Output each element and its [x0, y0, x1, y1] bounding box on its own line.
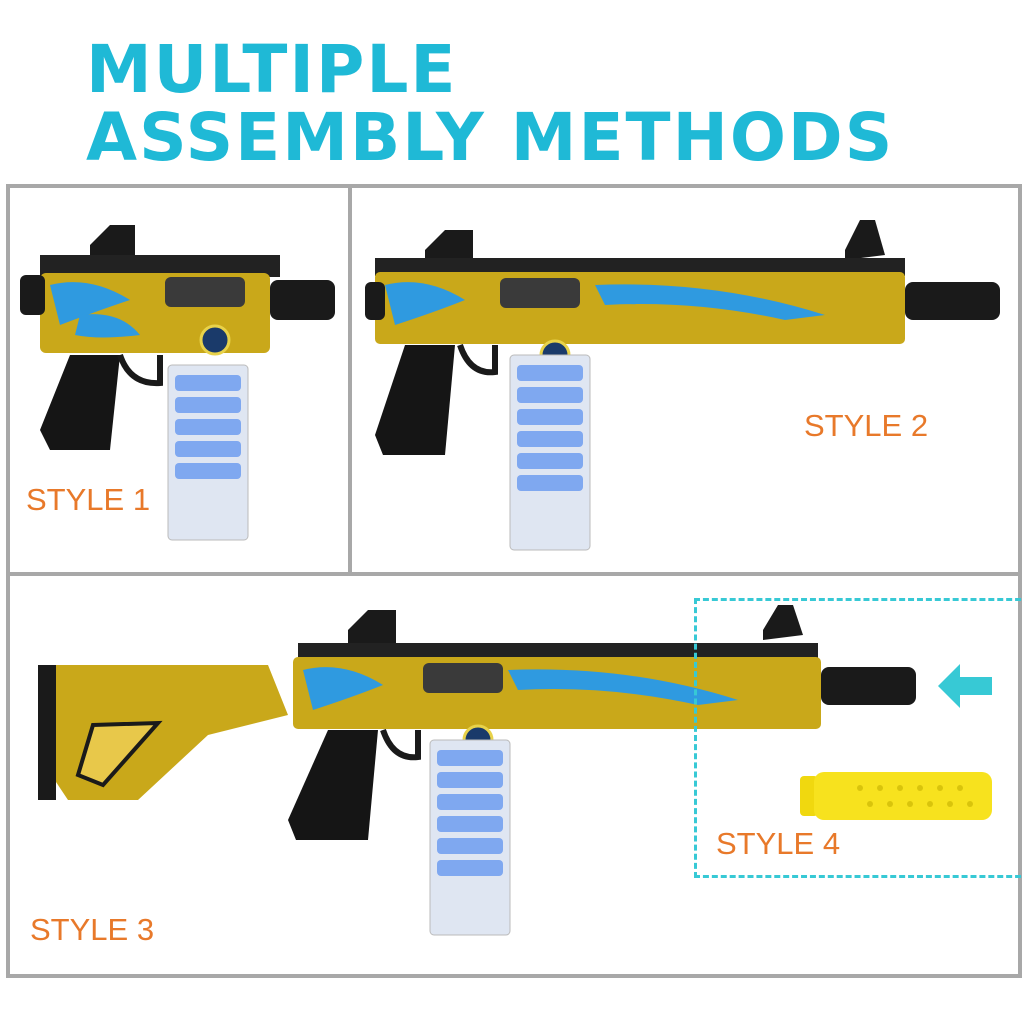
style-2-label: STYLE 2: [804, 408, 929, 443]
page-title: MULTIPLE ASSEMBLY METHODS: [86, 36, 894, 172]
style-4-label: STYLE 4: [716, 826, 841, 861]
style-1-label: STYLE 1: [26, 482, 151, 517]
style-3-label: STYLE 3: [30, 912, 155, 947]
title-line-2: ASSEMBLY METHODS: [86, 99, 895, 176]
blaster-style-2-image: [365, 220, 1000, 551]
arrow-left-icon: [938, 664, 992, 708]
blaster-style-3-image: [38, 605, 916, 936]
blaster-style-1-image: [20, 225, 335, 541]
style-4-highlight-box: [694, 598, 1024, 878]
title-line-1: MULTIPLE: [86, 31, 458, 108]
yellow-barrel-attachment-image: [800, 772, 992, 820]
